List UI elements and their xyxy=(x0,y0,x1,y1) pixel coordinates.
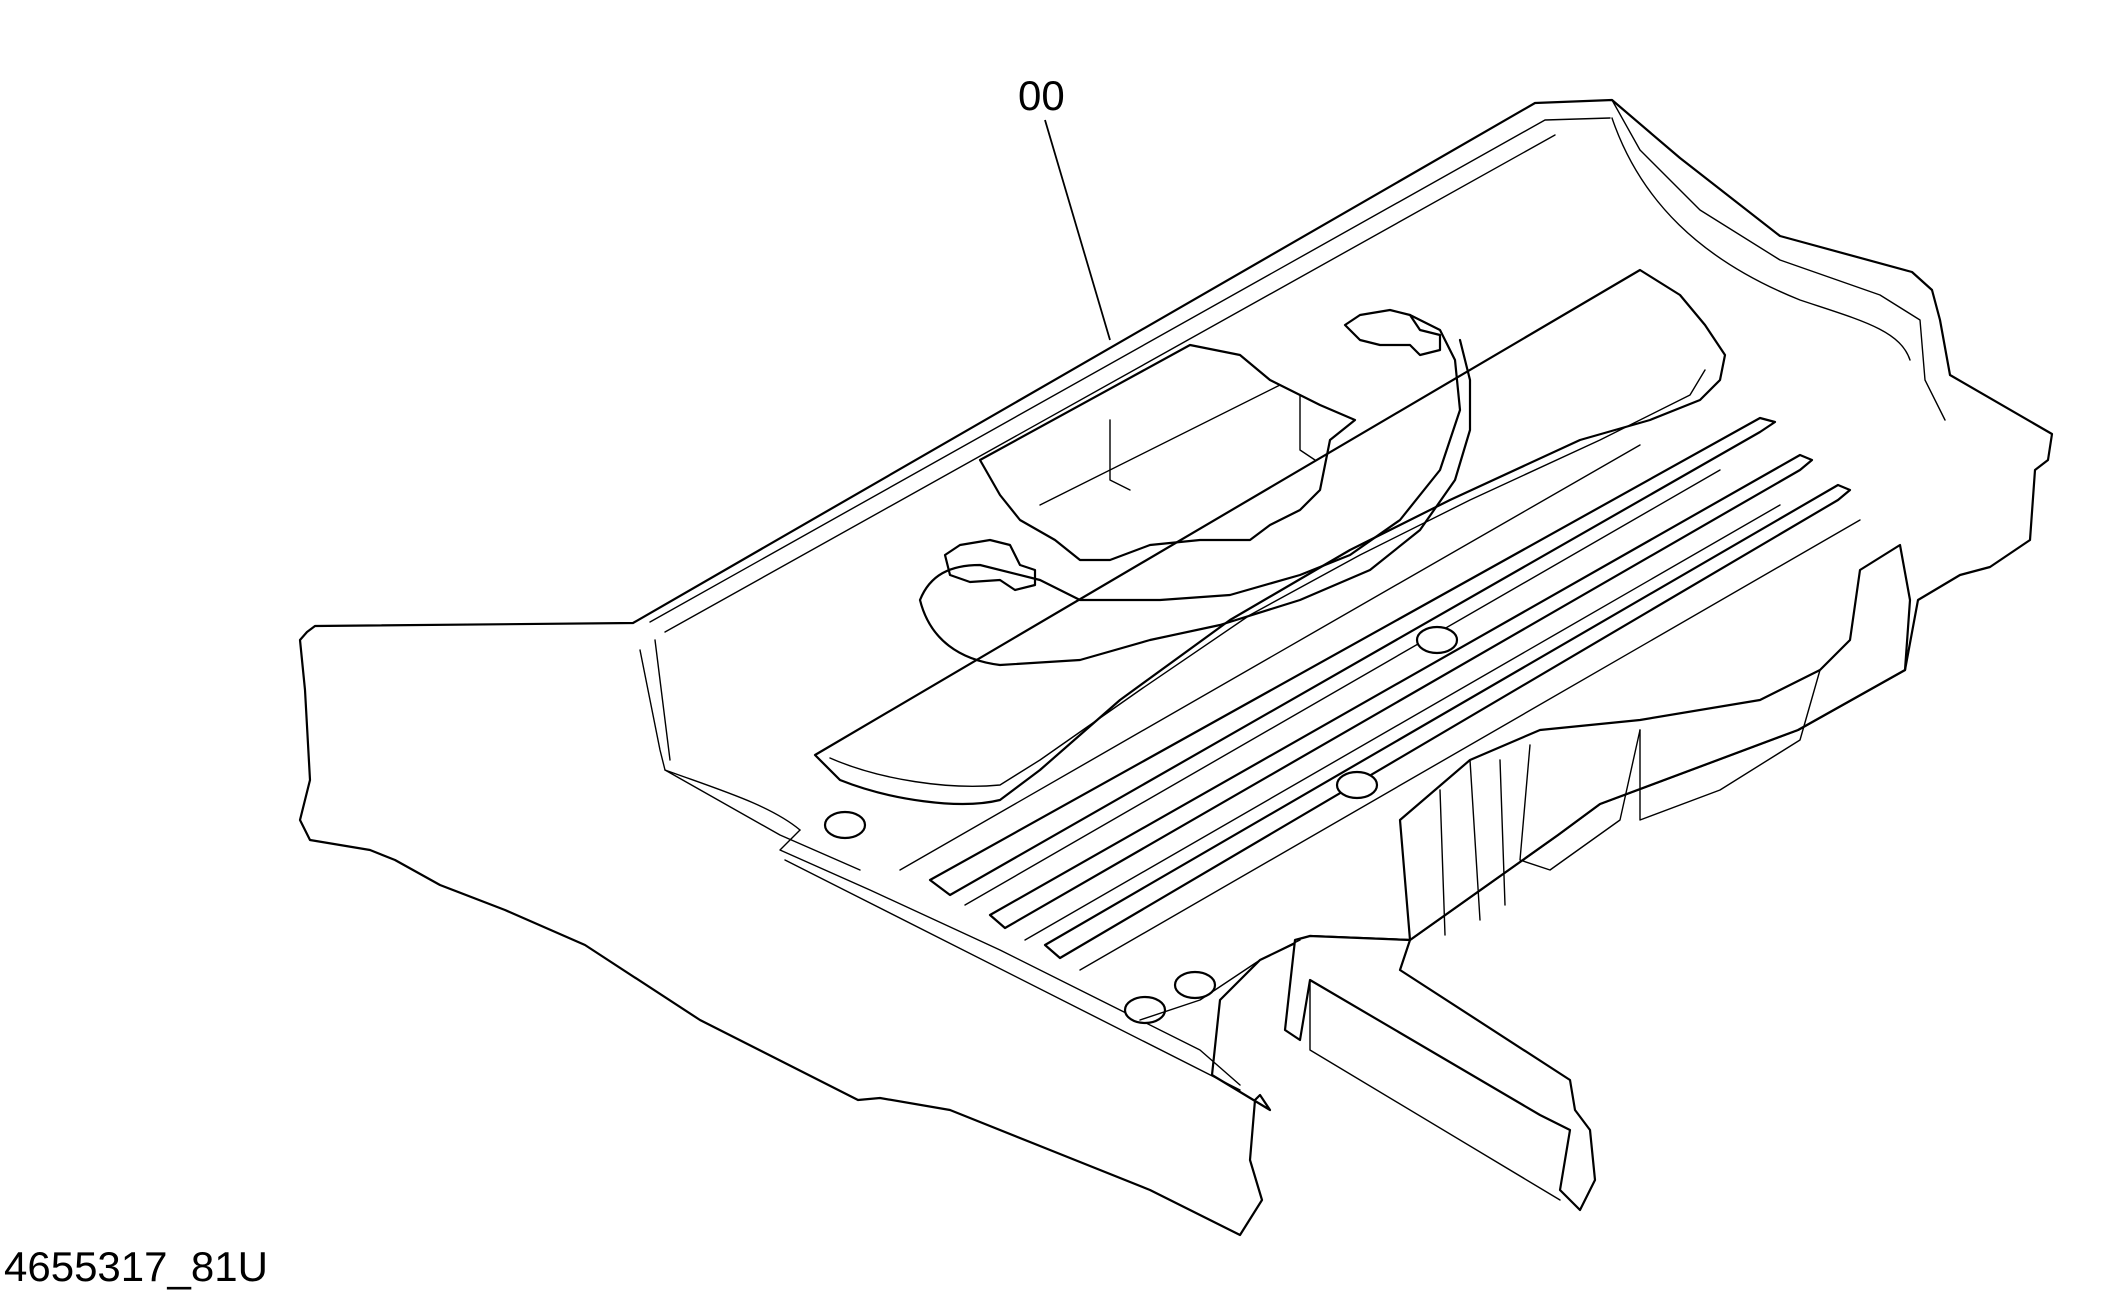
front-channel xyxy=(1283,934,1597,1212)
side-housing-detail-1 xyxy=(1519,729,1641,871)
plug-5 xyxy=(1123,995,1167,1025)
left-wall-3 xyxy=(664,769,801,831)
center-pad-wall-2 xyxy=(1299,394,1316,461)
center-pad-wall-1 xyxy=(1109,419,1131,491)
clip-upper xyxy=(1343,308,1442,357)
rib-base-4 xyxy=(1079,519,1861,971)
inner-tray-inner xyxy=(829,369,1706,787)
lower-flap xyxy=(1139,939,1301,1021)
front-edge xyxy=(779,829,1241,1086)
plug-2 xyxy=(1335,770,1379,800)
left-wall xyxy=(639,649,861,871)
left-wall-2 xyxy=(654,639,671,761)
callout-label: 00 xyxy=(1018,72,1065,119)
panel-outline xyxy=(298,98,2054,1237)
rim-line-top-2 xyxy=(664,134,1556,633)
rib-3 xyxy=(1043,483,1852,960)
center-pad-edge xyxy=(1039,384,1281,506)
clip-lower xyxy=(943,538,1037,592)
side-housing-detail-2 xyxy=(1639,669,1821,821)
side-housing-detail-3 xyxy=(1439,759,1506,936)
inner-tray xyxy=(813,268,1727,805)
rib-base-2 xyxy=(964,469,1721,906)
callout-leader xyxy=(1044,119,1111,341)
floor-mat-part xyxy=(298,98,2054,1237)
rim-curve-right xyxy=(1611,117,1911,361)
front-channel-line xyxy=(1309,979,1561,1201)
rim-line-top xyxy=(649,117,1611,623)
side-housing xyxy=(1398,543,1912,942)
rib-base-3 xyxy=(1024,504,1781,941)
front-edge-2 xyxy=(784,859,1241,1091)
plug-1 xyxy=(1415,625,1459,655)
plug-3 xyxy=(823,810,867,840)
rim-line-right xyxy=(1611,99,1946,421)
rib-base-1 xyxy=(899,444,1641,871)
rib-2 xyxy=(988,453,1814,930)
center-pad xyxy=(978,343,1357,562)
drawing-id: 4655317_81U xyxy=(4,1243,268,1290)
plug-4 xyxy=(1173,970,1217,1000)
rib-1 xyxy=(928,416,1777,897)
